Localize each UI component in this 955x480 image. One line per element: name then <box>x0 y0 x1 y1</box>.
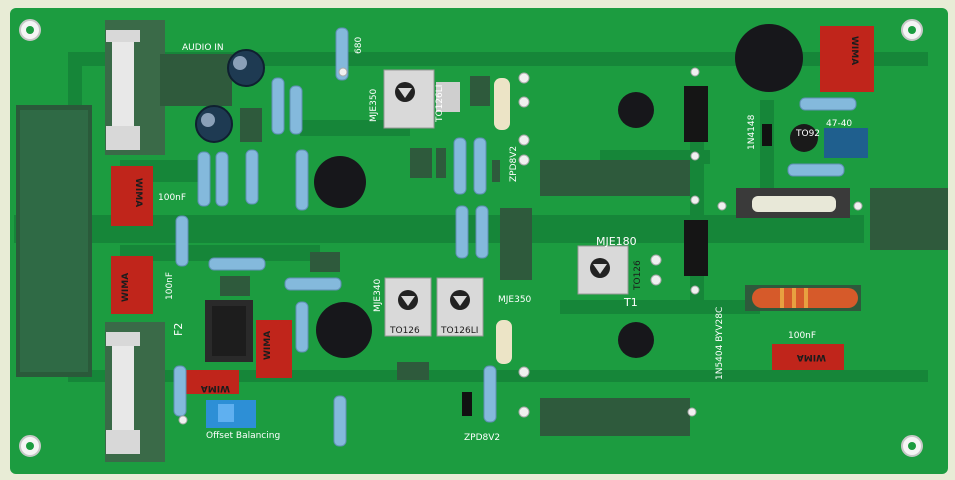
label-to126-right: TO126 <box>633 260 643 291</box>
label-100nf-right: 100nF <box>788 331 816 341</box>
wirewound-resistor <box>745 285 861 311</box>
pads <box>178 67 863 425</box>
label-mje180: MJE180 <box>596 235 637 248</box>
label-1n5404: 1N5404 BYV28C <box>715 307 725 380</box>
zener-bottom <box>462 392 472 416</box>
transistor-mje350-top <box>383 69 460 129</box>
audio-in-connector <box>160 54 232 106</box>
label-zpd8v2-bottom: ZPD8V2 <box>464 433 500 443</box>
label-offset-balancing: Offset Balancing <box>206 431 280 441</box>
wima-label-1: WIMA <box>133 178 143 207</box>
label-to92: TO92 <box>795 129 820 139</box>
power-resistor <box>736 188 850 218</box>
fuse-holder-top <box>105 20 165 155</box>
resistor-array <box>173 27 857 447</box>
wima-label-6: WIMA <box>797 352 826 362</box>
transistor-mje340 <box>384 277 432 337</box>
label-zpd8v2-top: ZPD8V2 <box>509 146 519 182</box>
diode-1n4148 <box>762 124 772 146</box>
wima-label-3: WIMA <box>263 331 273 360</box>
label-to126-b: TO126LI <box>440 326 478 336</box>
heatsink-bar-top <box>540 160 690 196</box>
electrolytic-capacitors <box>195 49 265 143</box>
label-100nf-left1: 100nF <box>158 193 186 203</box>
label-r680: 680 <box>354 37 364 54</box>
to92-transistor <box>790 124 818 152</box>
label-to126-top: TO126LI <box>435 85 445 123</box>
resistor-cream-mid <box>496 320 512 364</box>
heatsink-bar-bottom <box>540 398 690 436</box>
label-mje350-top: MJE350 <box>369 88 379 122</box>
label-to126-a: TO126 <box>389 326 420 336</box>
label-f2: F2 <box>172 323 185 336</box>
wima-label-5: WIMA <box>849 36 859 65</box>
blue-trimmer <box>824 128 868 158</box>
label-t1: T1 <box>623 296 638 309</box>
label-mje350-mid: MJE350 <box>498 295 532 305</box>
right-terminal-block <box>870 188 948 250</box>
opamp-dip <box>205 300 253 362</box>
diode-top <box>684 86 708 142</box>
label-mje340: MJE340 <box>373 278 383 312</box>
label-100nf-left2: 100nF <box>165 272 175 300</box>
transistor-to126-b <box>436 277 484 337</box>
wima-caps <box>111 26 874 394</box>
transistor-mje180 <box>577 245 629 295</box>
wima-label-4: WIMA <box>201 383 230 393</box>
mounting-holes <box>19 19 923 457</box>
misc-blocks <box>220 76 500 380</box>
resistor-cream-top <box>494 78 510 130</box>
label-1n4148: 1N4148 <box>747 114 757 150</box>
diode-bottom <box>684 220 708 276</box>
bulk-capacitors <box>314 24 803 358</box>
label-audio-in: AUDIO IN <box>182 43 224 53</box>
driver-block <box>500 208 532 280</box>
wima-label-2: WIMA <box>121 273 131 302</box>
fuse-holder-bottom <box>105 322 165 462</box>
label-47-40: 47-40 <box>826 119 852 129</box>
